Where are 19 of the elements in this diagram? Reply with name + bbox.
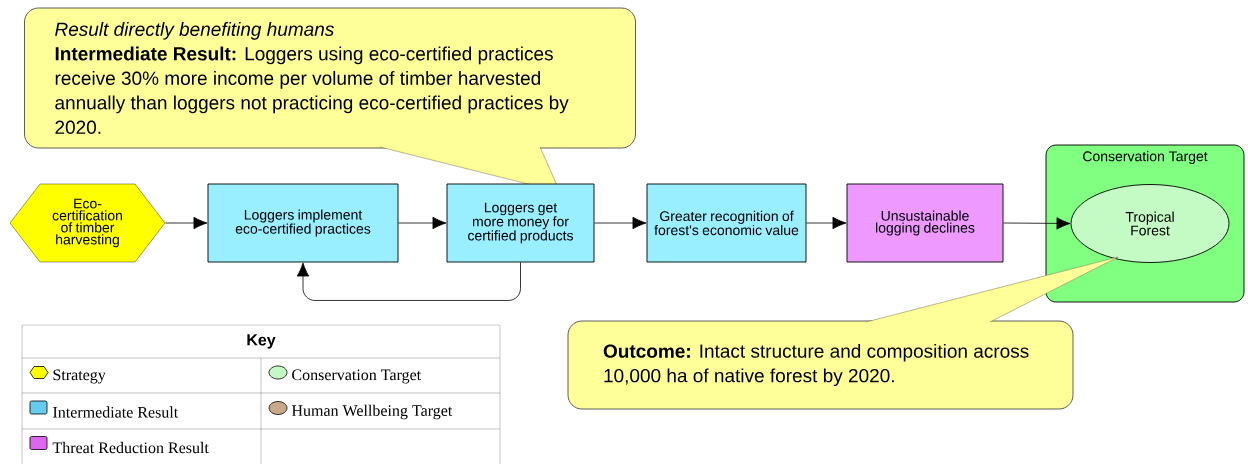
legend-label: Human Wellbeing Target: [291, 404, 453, 420]
result-box: Loggers get more money for certified products: [446, 183, 595, 263]
arrow: [594, 216, 647, 230]
callout-bubble: Outcome: Intact structure and composition across 10,000 ha of native forest by 2020.: [567, 256, 1119, 410]
strategy-hexagon: Eco-certification of timber harvesting: [9, 183, 166, 263]
threat-reduction-box: Unsustainable logging declines: [846, 183, 1004, 263]
key-title: Key: [247, 334, 276, 349]
arrow: [398, 216, 447, 230]
legend-label: Threat Reduction Result: [52, 441, 209, 454]
legend-label: Intermediate Result: [53, 406, 179, 418]
callout-bubble: Result directly benefiting humans Intermediate Result: Loggers using eco-certified practices receive 30% more income per volume of timber harvested annually than loggers not practicing eco-certified practices by 2020.: [24, 7, 636, 193]
arrow: [296, 262, 521, 301]
arrow: [1003, 217, 1071, 230]
result-box: Greater recognition of forest's economic value: [646, 183, 807, 263]
legend-label: Conservation Target: [292, 369, 422, 384]
result-box: Loggers implement eco-certified practices: [207, 183, 399, 263]
arrow: [806, 216, 847, 230]
arrow: [165, 216, 208, 230]
legend-label: Strategy: [53, 369, 106, 384]
